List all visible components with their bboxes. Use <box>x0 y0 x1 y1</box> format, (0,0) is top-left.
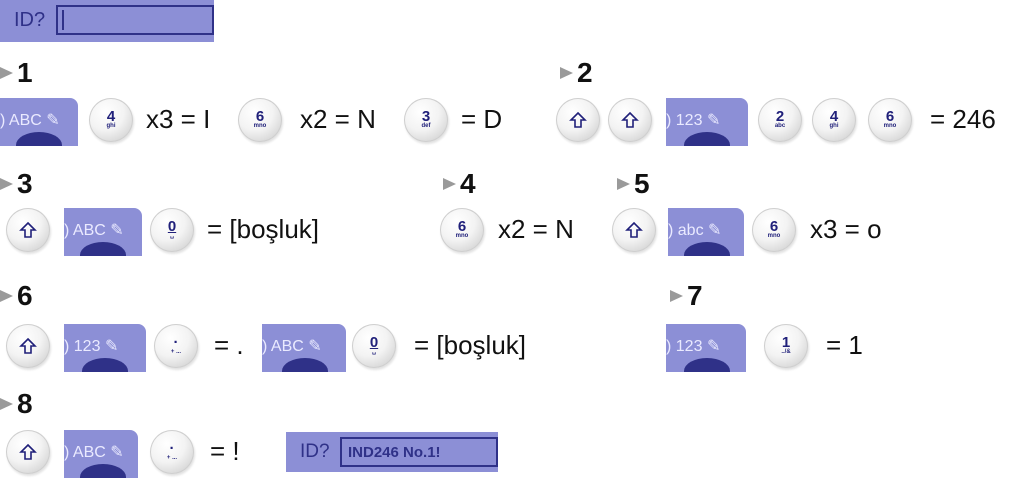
mode-label: ) abc ✎ <box>668 222 722 239</box>
mode-lower-tab: ) abc ✎ <box>668 208 744 256</box>
mode-blob <box>80 242 126 256</box>
shift-key[interactable] <box>608 98 652 142</box>
step-arrow-icon <box>0 67 13 79</box>
pencil-icon: ✎ <box>110 222 124 239</box>
mode-blob <box>282 358 328 372</box>
shift-arrow-icon <box>625 221 643 238</box>
shift-arrow-icon <box>19 443 37 460</box>
key-0[interactable]: 0␣ <box>352 324 396 368</box>
mode-upper-tab: ) ABC ✎ <box>262 324 346 372</box>
pencil-icon: ✎ <box>104 338 119 355</box>
mode-blob <box>80 464 126 478</box>
result-3: = [boşluk] <box>207 214 320 244</box>
pencil-icon: ✎ <box>708 222 722 239</box>
step-arrow-icon <box>560 67 573 79</box>
step-8-label: 8 <box>0 388 33 420</box>
mode-blob <box>684 242 730 256</box>
step-4-label: 4 <box>443 168 476 200</box>
result-2: = 246 <box>930 104 996 134</box>
top-id-display: ID? <box>0 0 214 42</box>
shift-key[interactable] <box>6 324 50 368</box>
mode-blob <box>16 132 62 146</box>
step-arrow-icon <box>0 178 13 190</box>
mode-label: ) ABC ✎ <box>64 444 124 461</box>
result-1c: = D <box>461 104 503 134</box>
result-6b: = [boşluk] <box>414 330 527 360</box>
mode-num-tab: ) 123 ✎ <box>666 98 748 146</box>
id-prompt-label: ID? <box>300 441 330 462</box>
result-7: = 1 <box>826 330 863 360</box>
mode-blob <box>684 132 730 146</box>
key-dot[interactable]: ·+ ... <box>150 430 194 474</box>
key-dot[interactable]: ·+ ... <box>154 324 198 368</box>
shift-key[interactable] <box>6 208 50 252</box>
step-6-label: 6 <box>0 280 33 312</box>
result-5: x3 = o <box>810 214 882 244</box>
step-arrow-icon <box>617 178 630 190</box>
shift-key[interactable] <box>612 208 656 252</box>
pencil-icon: ✎ <box>308 338 322 355</box>
result-1a: x3 = I <box>146 104 211 134</box>
shift-key[interactable] <box>6 430 50 474</box>
mode-blob <box>684 358 730 372</box>
id-input-field: IND246 No.1! <box>340 437 498 467</box>
pencil-icon: ✎ <box>706 338 721 355</box>
shift-arrow-icon <box>569 111 587 128</box>
result-8: = ! <box>210 436 240 466</box>
step-1-label: 1 <box>0 57 33 89</box>
key-1[interactable]: 1../& <box>764 324 808 368</box>
step-arrow-icon <box>0 290 13 302</box>
mode-label: ) ABC ✎ <box>64 222 124 239</box>
text-cursor <box>62 10 64 30</box>
shift-arrow-icon <box>19 221 37 238</box>
pencil-icon: ✎ <box>706 112 721 129</box>
result-1b: x2 = N <box>300 104 376 134</box>
step-arrow-icon <box>443 178 456 190</box>
pencil-icon: ✎ <box>110 444 124 461</box>
step-arrow-icon <box>0 398 13 410</box>
pencil-icon: ✎ <box>46 112 60 129</box>
step-2-label: 2 <box>560 57 593 89</box>
mode-label: ) 123 ✎ <box>666 112 721 129</box>
shift-arrow-icon <box>621 111 639 128</box>
shift-key[interactable] <box>556 98 600 142</box>
final-id-display: ID? IND246 No.1! <box>286 432 498 472</box>
result-4: x2 = N <box>498 214 574 244</box>
mode-label: ) 123 ✎ <box>64 338 119 355</box>
id-prompt-label: ID? <box>14 9 46 31</box>
mode-label: ) 123 ✎ <box>666 338 721 355</box>
mode-label: ) ABC ✎ <box>262 338 322 355</box>
step-7-label: 7 <box>670 280 703 312</box>
mode-num-tab: ) 123 ✎ <box>64 324 146 372</box>
id-field-value: IND246 No.1! <box>348 444 441 461</box>
mode-upper-tab: ) ABC ✎ <box>64 208 142 256</box>
mode-upper-tab: ) ABC ✎ <box>0 98 78 146</box>
mode-num-tab: ) 123 ✎ <box>666 324 746 372</box>
id-input-field <box>56 5 214 35</box>
mode-blob <box>82 358 128 372</box>
step-3-label: 3 <box>0 168 33 200</box>
result-6a: = . <box>214 330 244 360</box>
shift-arrow-icon <box>19 337 37 354</box>
mode-upper-tab: ) ABC ✎ <box>64 430 138 478</box>
step-arrow-icon <box>670 290 683 302</box>
step-5-label: 5 <box>617 168 650 200</box>
mode-label: ) ABC ✎ <box>0 112 60 129</box>
key-0[interactable]: 0␣ <box>150 208 194 252</box>
